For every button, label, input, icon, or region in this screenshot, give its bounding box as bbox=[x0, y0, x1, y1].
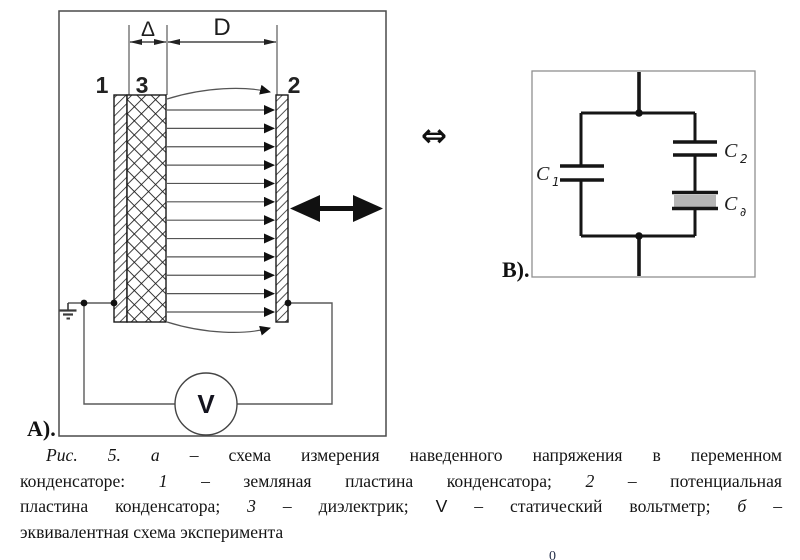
potential-plate-number: 2 bbox=[288, 72, 301, 98]
potential-plate bbox=[275, 94, 289, 323]
caption-segment: Рис. 5. а bbox=[46, 445, 160, 465]
caption-segment: – схема измерения наведенного напряжения… bbox=[159, 445, 782, 465]
caption-line: Рис. 5. а – схема измерения наведенного … bbox=[20, 443, 782, 469]
equivalence-arrow-symbol: ⇔ bbox=[421, 118, 447, 154]
circuit-wires bbox=[579, 72, 697, 276]
d-dimension-label: D bbox=[213, 14, 230, 41]
capacitor-c1 bbox=[560, 164, 604, 182]
caption-segment: – потенциальная bbox=[594, 470, 782, 491]
panel-b-diagram: C 1 C 2 C ∂ B). bbox=[502, 70, 756, 282]
caption-segment: эквивалентная схема эксперимента bbox=[20, 521, 284, 542]
movement-double-arrow bbox=[290, 195, 383, 222]
caption-line: конденсаторе: 1 – земляная пластина конд… bbox=[20, 469, 782, 495]
label-c1-sub: 1 bbox=[552, 175, 560, 189]
stray-zero-glyph: 0 bbox=[549, 549, 556, 560]
ground-plate bbox=[113, 94, 128, 323]
caption-line: эквивалентная схема эксперимента bbox=[20, 520, 782, 546]
label-c1: C bbox=[536, 163, 550, 185]
dielectric-number: 3 bbox=[136, 72, 149, 98]
label-cd-sub: ∂ bbox=[740, 205, 746, 219]
field-arrows bbox=[167, 105, 275, 317]
caption-segment: – диэлектрик; bbox=[255, 496, 436, 516]
caption-segment: б bbox=[737, 496, 747, 516]
junction-dot bbox=[80, 299, 88, 307]
caption-segment: 2 bbox=[585, 470, 595, 491]
junction-dot bbox=[110, 299, 118, 307]
dielectric-plate bbox=[126, 94, 167, 323]
junction-dot bbox=[635, 109, 643, 117]
cd-dielectric-fill bbox=[674, 195, 716, 207]
label-c2: C bbox=[724, 140, 738, 162]
equivalent-circuit-box bbox=[531, 70, 756, 278]
ground-plate-number: 1 bbox=[96, 72, 109, 98]
panel-b-label: B). bbox=[502, 257, 530, 282]
voltmeter-circle bbox=[174, 372, 238, 436]
caption-line: пластина конденсатора; 3 – диэлектрик; V… bbox=[20, 494, 782, 520]
caption-segment: – статический вольтметр; bbox=[447, 496, 738, 516]
caption-segment: 3 bbox=[247, 496, 256, 516]
voltmeter-left-wire bbox=[83, 303, 175, 405]
delta-dimension-label: Δ bbox=[141, 18, 155, 41]
voltmeter-label: V bbox=[197, 389, 215, 419]
capacitor-c2 bbox=[673, 140, 717, 157]
junction-dot bbox=[635, 232, 643, 240]
caption-segment: пластина конденсатора; bbox=[20, 496, 248, 516]
label-cd: C bbox=[724, 193, 738, 215]
ground-symbol bbox=[59, 303, 77, 320]
caption-segment: V bbox=[435, 496, 448, 516]
figure-caption: Рис. 5. а – схема измерения наведенного … bbox=[20, 443, 782, 545]
capacitor-cd bbox=[672, 190, 718, 211]
panel-a-diagram: Δ D 1 3 2 V A). bbox=[27, 10, 387, 441]
voltmeter-right-wire bbox=[237, 302, 333, 405]
caption-segment: – земляная пластина конденсатора; bbox=[167, 470, 586, 491]
field-arrow-curved-top bbox=[166, 84, 271, 100]
dimension-extension-lines bbox=[128, 25, 278, 95]
caption-segment: – bbox=[746, 496, 783, 516]
panel-a-label: A). bbox=[27, 416, 56, 441]
caption-segment: конденсаторе: bbox=[20, 470, 159, 491]
caption-segment: 1 bbox=[158, 470, 168, 491]
field-arrow-curved-bottom bbox=[166, 321, 271, 336]
label-c2-sub: 2 bbox=[740, 152, 748, 166]
panel-a-frame bbox=[58, 10, 387, 437]
junction-dot bbox=[284, 299, 292, 307]
